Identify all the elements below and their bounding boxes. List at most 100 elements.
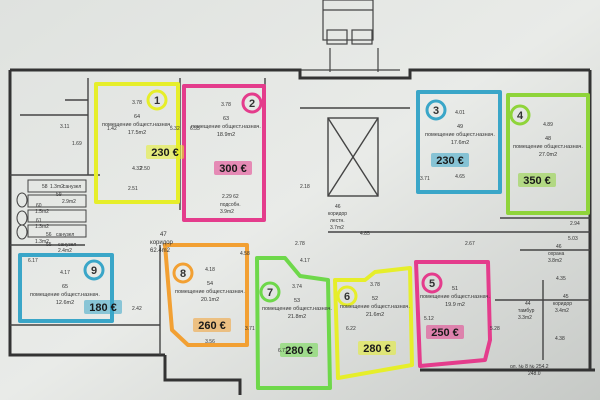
interior-walls — [10, 78, 590, 360]
corridor-label: 47 коридор 62.4m2 — [150, 232, 174, 254]
room-outline-9 — [18, 253, 114, 323]
dimension-label: 4.17 — [300, 258, 310, 264]
dimension-label: 2.18 — [300, 184, 310, 190]
room-number-circle — [259, 281, 281, 303]
sanitary-block — [16, 179, 87, 240]
sanuzel5-code: 56 — [46, 232, 52, 238]
room-outline-8 — [163, 243, 249, 347]
okhrana-code: 46 — [556, 244, 562, 250]
price-highlight — [84, 300, 122, 314]
sanuzel1-area: 1.3m2 — [50, 184, 64, 190]
dimension-label: 5.28 — [490, 326, 500, 332]
okhrana-area: 3.8m2 — [548, 258, 562, 264]
dimension-label: 6.55 — [190, 126, 200, 132]
room-outline-6 — [333, 266, 414, 380]
room-desc: помещение общест.назнач. — [340, 304, 410, 310]
price-highlight — [431, 153, 469, 167]
room-number-circle — [336, 285, 358, 307]
room-dim-top: 4.89 — [543, 122, 553, 128]
sanuzel3-area: 1.5m2 — [35, 209, 49, 215]
room-outline-4 — [506, 93, 590, 215]
room-number: 8 — [180, 268, 186, 280]
sanuzel4-area: 1.3m2 — [35, 224, 49, 230]
room-area: 17.5m2 — [128, 130, 146, 136]
room-area: 21.6m2 — [366, 312, 384, 318]
room-code: 48 — [545, 136, 551, 142]
room-number: 4 — [517, 110, 524, 122]
tambur-code: 44 — [525, 301, 531, 307]
price-highlight — [214, 161, 252, 175]
price-highlight — [280, 343, 318, 357]
room-area: 18.9m2 — [217, 132, 235, 138]
tambur-name: тамбур — [518, 308, 535, 314]
room-desc: помещение общест.назнач. — [30, 292, 100, 298]
room-number: 7 — [267, 287, 273, 299]
room-outline-5 — [414, 260, 492, 368]
room-desc: помещение общест.назнач. — [102, 122, 172, 128]
sanuzel1-code: 58 — [42, 184, 48, 190]
dimension-label: 3.11 — [60, 124, 70, 130]
room-code: 65 — [62, 284, 68, 290]
dimension-label: 1.69 — [72, 141, 82, 147]
price-highlight — [358, 341, 396, 355]
room-dim-bottom: 3.56 — [205, 339, 215, 345]
room-price: 230 € — [151, 147, 179, 159]
sanuzel6-area: 2.4m2 — [58, 248, 72, 254]
room-desc: помещение общест.назнач. — [262, 306, 332, 312]
tambur-area: 3.3m2 — [518, 315, 532, 321]
room-number-circle — [146, 89, 168, 111]
room-number-circle — [509, 104, 531, 126]
room-code: 53 — [294, 298, 300, 304]
room-dim-bottom: 4.65 — [455, 174, 465, 180]
room-code: 64 — [134, 114, 140, 120]
dimension-label: 5.03 — [568, 236, 578, 242]
podsobka-label: 2.29 62 подсобн. 3.9m2 — [220, 194, 241, 215]
room-number-circle — [83, 259, 105, 281]
dimension-label: 4.38 — [555, 336, 565, 342]
sanuzel5-area: 1.3m2 — [35, 239, 49, 245]
room-desc: помещение общест.назнач. — [420, 294, 490, 300]
room-area: 17.6m2 — [451, 140, 469, 146]
room-dim-top: 3.78 — [221, 102, 231, 108]
dimension-label: 4.58 — [240, 251, 250, 257]
dimension-label: 4.35 — [556, 276, 566, 282]
dimension-label: 5.32 — [170, 126, 180, 132]
footer-note-line2: 248.0 — [528, 371, 541, 377]
room-number: 6 — [344, 291, 350, 303]
room-price: 280 € — [285, 345, 313, 357]
room-dim-bottom: 4.32 — [132, 166, 142, 172]
room-price: 250 € — [431, 327, 459, 339]
room-price: 180 € — [89, 302, 117, 314]
tambur-label: 44 тамбур 3.3m2 — [518, 301, 535, 321]
dimension-label: 2.78 — [295, 241, 305, 247]
room-number-circle — [172, 262, 194, 284]
room-dim-top: 4.17 — [60, 270, 70, 276]
room-area: 20.1m2 — [201, 297, 219, 303]
room-price: 350 € — [523, 175, 551, 187]
room-dim-top: 3.74 — [292, 284, 302, 290]
dimension-label: 5.12 — [424, 316, 434, 322]
sanuzel3-code: 60 — [36, 203, 42, 209]
stair-corridor-label: 46 коридор лестн. 3.7m2 — [328, 204, 347, 231]
corridor-area: 62.4m2 — [150, 248, 171, 254]
room-dim-top: 3.78 — [370, 282, 380, 288]
podsobka-code: 2.29 62 — [222, 194, 239, 200]
dimension-label: 3.71 — [420, 176, 430, 182]
room-dim-top: 4.01 — [455, 110, 465, 116]
dimension-labels: 3.111.695.322.502.516.552.784.174.856.17… — [28, 124, 580, 354]
sanuzel2-area: 2.9m2 — [62, 199, 76, 205]
dimension-label: 6.22 — [346, 326, 356, 332]
stair-corridor-note: лестн. — [330, 218, 345, 224]
dimension-label: 6.17 — [28, 258, 38, 264]
room-code: 51 — [452, 286, 458, 292]
room-number: 3 — [433, 105, 439, 117]
room-desc: помещение общест.назнач. — [425, 132, 495, 138]
dimension-label: 2.42 — [132, 306, 142, 312]
okhrana-label: 46 охрана 3.8m2 — [548, 244, 565, 264]
room-number: 9 — [91, 265, 97, 277]
